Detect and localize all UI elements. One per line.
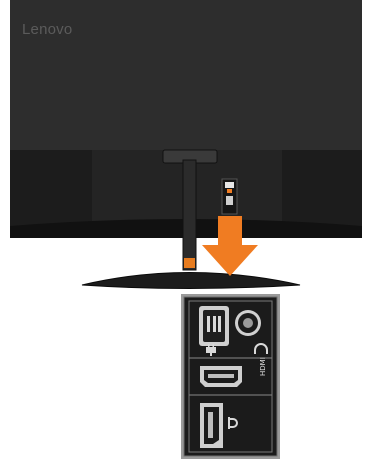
- connector-panel: HDMI: [181, 294, 280, 459]
- power-plug-icon: [206, 344, 216, 356]
- hdmi-icon: HDMI: [259, 357, 267, 376]
- displayport-icon: [228, 417, 238, 429]
- brand-logo: Lenovo: [22, 21, 72, 38]
- monitor-port-block: [221, 178, 238, 215]
- headphone-icon: [254, 343, 268, 354]
- hdmi-port: HDMI: [200, 357, 267, 387]
- stand-base: [81, 272, 301, 289]
- down-arrow-icon: [202, 216, 258, 276]
- audio-port: [235, 310, 268, 354]
- power-port: [199, 306, 229, 356]
- cable-ring: [184, 258, 195, 268]
- monitor-stand: [81, 149, 301, 289]
- displayport-port: [200, 403, 238, 448]
